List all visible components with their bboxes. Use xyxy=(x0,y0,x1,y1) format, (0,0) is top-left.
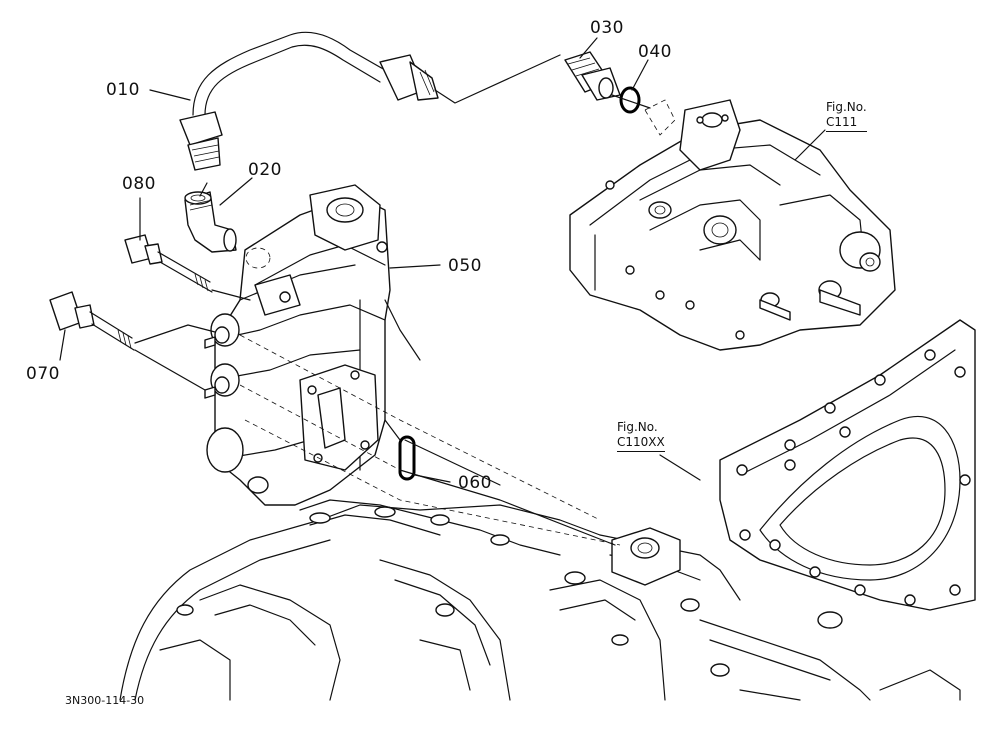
valve-body-050 xyxy=(204,184,391,506)
fig-ref-c110xx-line1: Fig.No. xyxy=(617,420,658,434)
fig-ref-c110xx-line2: C110XX xyxy=(617,435,665,452)
callout-080: 080 xyxy=(122,174,156,194)
callout-060: 060 xyxy=(458,473,492,493)
o-ring-060 xyxy=(398,435,416,481)
bolt-070 xyxy=(49,291,135,351)
callout-030: 030 xyxy=(590,18,624,38)
assembly-line-pipe xyxy=(434,54,561,104)
fig-ref-c111[interactable]: Fig.No. C111 xyxy=(826,100,867,132)
fig-ref-c111-line2: C111 xyxy=(826,115,867,132)
assembly-line-oring xyxy=(611,94,651,109)
callout-070: 070 xyxy=(26,364,60,384)
control-valve-assembly xyxy=(569,99,896,351)
callout-050: 050 xyxy=(448,256,482,276)
flange-cover xyxy=(719,319,976,611)
callout-010: 010 xyxy=(106,80,140,100)
drawing-code: 3N300-114-30 xyxy=(65,694,145,707)
fig-ref-c110xx[interactable]: Fig.No. C110XX xyxy=(617,420,665,452)
callout-020: 020 xyxy=(248,160,282,180)
elbow-020 xyxy=(184,191,237,253)
o-ring-040 xyxy=(619,86,641,114)
pipe-010 xyxy=(179,31,439,171)
assembly-lines xyxy=(134,182,621,546)
fig-ref-c111-line1: Fig.No. xyxy=(826,100,867,114)
adaptor-030 xyxy=(564,51,621,101)
callout-040: 040 xyxy=(638,42,672,62)
bolt-080 xyxy=(124,234,213,293)
transmission-case xyxy=(119,499,961,701)
callout-leaders xyxy=(59,37,826,483)
